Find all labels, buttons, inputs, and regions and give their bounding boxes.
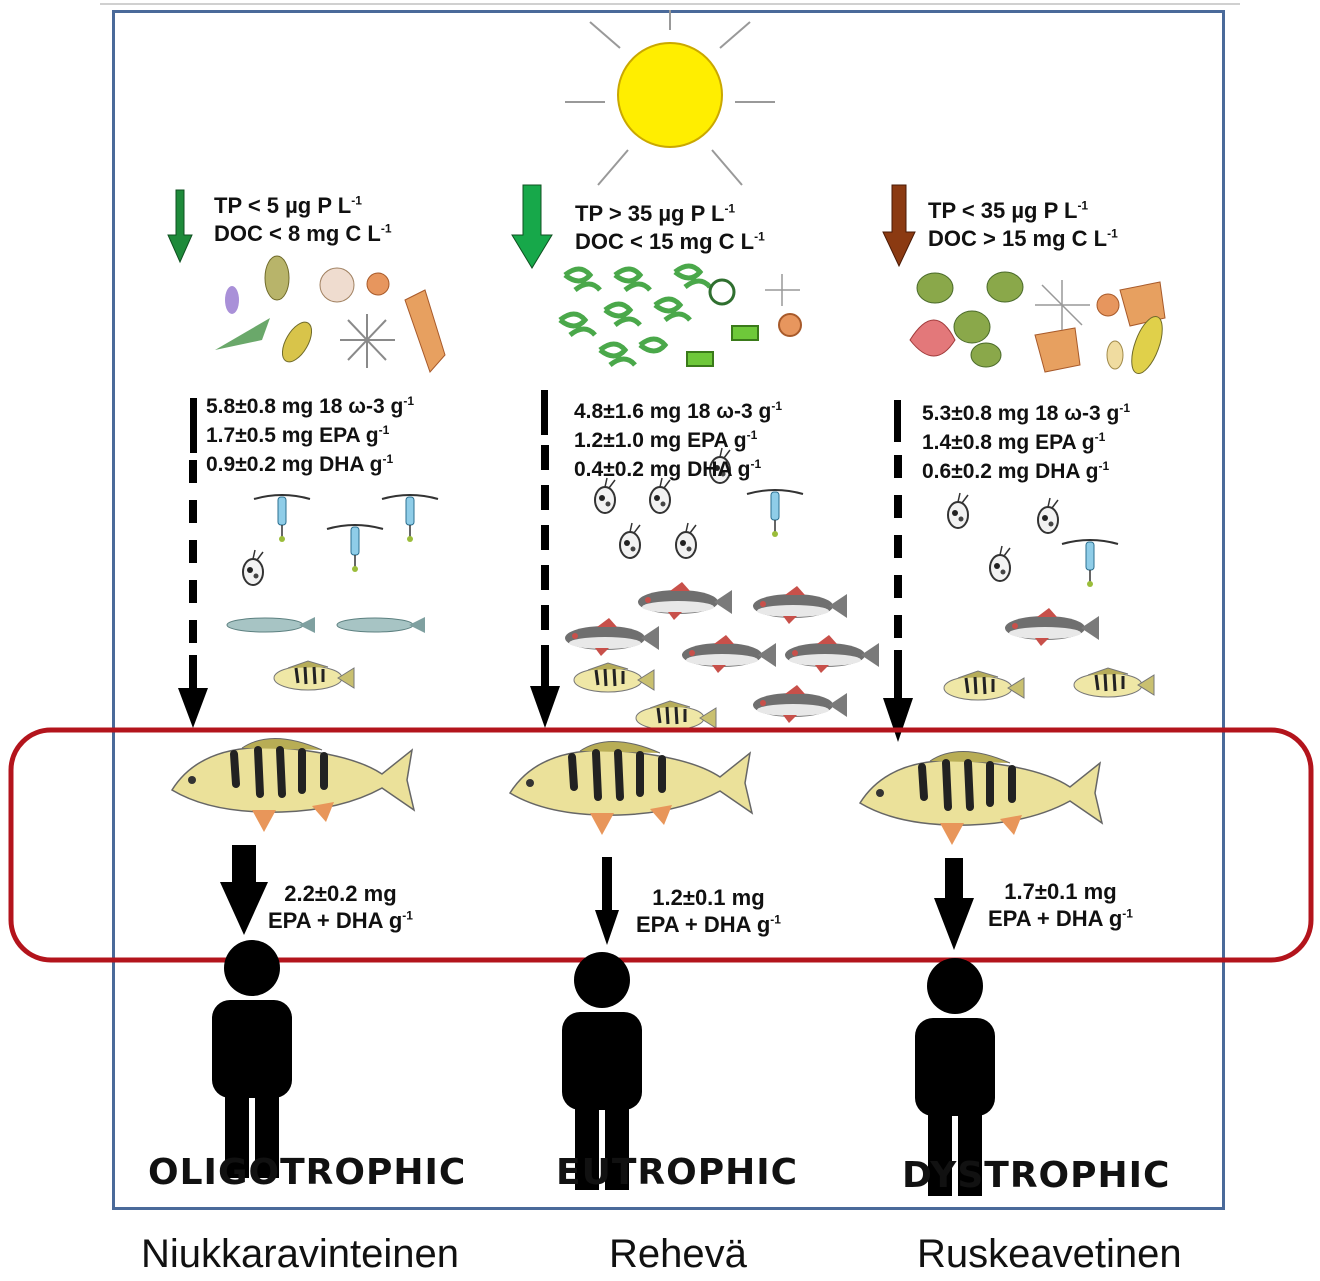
oligo-zooplankton-icon — [243, 495, 438, 585]
oligo-dose-arrow-icon — [220, 845, 268, 935]
dys-tp: TP < 35 µg P L-1 — [928, 197, 1118, 225]
oligo-fatty-acids: 5.8±0.8 mg 18 ω-3 g-1 1.7±0.5 mg EPA g-1… — [206, 392, 414, 479]
oligo-phytoplankton-icon — [215, 256, 445, 372]
finnish-label-oligo: Niukkaravinteinen — [141, 1232, 459, 1277]
eu-fa-epa: 1.2±1.0 mg EPA g-1 — [574, 426, 782, 455]
eu-phytoplankton-icon — [560, 266, 801, 366]
dys-dose-amount: 1.7±0.1 mg — [988, 878, 1133, 905]
dys-doc: DOC > 15 mg C L-1 — [928, 225, 1118, 253]
oligo-nutrient-conditions: TP < 5 µg P L-1 DOC < 8 mg C L-1 — [214, 192, 392, 248]
oligo-tp: TP < 5 µg P L-1 — [214, 192, 392, 220]
oligo-fa-18w3: 5.8±0.8 mg 18 ω-3 g-1 — [206, 392, 414, 421]
dys-fa-18w3: 5.3±0.8 mg 18 ω-3 g-1 — [922, 399, 1130, 428]
oligo-human-icon — [212, 940, 292, 1178]
dystrophic-label: DYSTROPHIC — [902, 1155, 1170, 1196]
dys-phytoplankton-icon — [910, 272, 1169, 377]
eu-dose-amount: 1.2±0.1 mg — [636, 884, 781, 911]
eu-tp: TP > 35 µg P L-1 — [575, 200, 765, 228]
eu-dose-unit: EPA + DHA g-1 — [636, 911, 781, 938]
eutrophic-label: EUTROPHIC — [556, 1152, 798, 1193]
oligo-doc: DOC < 8 mg C L-1 — [214, 220, 392, 248]
dys-fa-epa: 1.4±0.8 mg EPA g-1 — [922, 428, 1130, 457]
eu-perch-icon — [510, 741, 752, 835]
dys-perch-icon — [860, 751, 1102, 845]
oligo-perch-icon — [172, 738, 414, 832]
dys-prey-fish-icon — [944, 608, 1154, 700]
eu-nutrient-conditions: TP > 35 µg P L-1 DOC < 15 mg C L-1 — [575, 200, 765, 256]
dys-perch-dose: 1.7±0.1 mg EPA + DHA g-1 — [988, 878, 1133, 932]
eu-prey-fish-icon — [565, 582, 879, 730]
sun-icon — [565, 10, 775, 185]
dys-zooplankton-icon — [948, 493, 1118, 587]
oligo-perch-dose: 2.2±0.2 mg EPA + DHA g-1 — [268, 880, 413, 934]
oligotrophic-label: OLIGOTROPHIC — [148, 1152, 466, 1193]
dys-fa-dha: 0.6±0.2 mg DHA g-1 — [922, 457, 1130, 486]
finnish-label-eu: Rehevä — [609, 1232, 747, 1277]
oligo-prey-fish-icon — [227, 617, 425, 690]
eu-fa-dha: 0.4±0.2 mg DHA g-1 — [574, 455, 782, 484]
dys-nutrient-arrow-icon — [883, 185, 915, 266]
oligo-nutrient-arrow-icon — [168, 190, 192, 262]
eu-fatty-acids: 4.8±1.6 mg 18 ω-3 g-1 1.2±1.0 mg EPA g-1… — [574, 397, 782, 484]
oligo-dose-unit: EPA + DHA g-1 — [268, 907, 413, 934]
dys-food-chain-arrow — [883, 400, 913, 742]
dys-fatty-acids: 5.3±0.8 mg 18 ω-3 g-1 1.4±0.8 mg EPA g-1… — [922, 399, 1130, 486]
eu-dose-arrow-icon — [595, 857, 619, 945]
eu-perch-dose: 1.2±0.1 mg EPA + DHA g-1 — [636, 884, 781, 938]
eu-fa-18w3: 4.8±1.6 mg 18 ω-3 g-1 — [574, 397, 782, 426]
eu-nutrient-arrow-icon — [512, 185, 552, 268]
oligo-fa-epa: 1.7±0.5 mg EPA g-1 — [206, 421, 414, 450]
dys-nutrient-conditions: TP < 35 µg P L-1 DOC > 15 mg C L-1 — [928, 197, 1118, 253]
oligo-food-chain-arrow — [178, 398, 208, 728]
oligo-dose-amount: 2.2±0.2 mg — [268, 880, 413, 907]
oligo-fa-dha: 0.9±0.2 mg DHA g-1 — [206, 450, 414, 479]
finnish-label-dys: Ruskeavetinen — [917, 1232, 1182, 1277]
eu-doc: DOC < 15 mg C L-1 — [575, 228, 765, 256]
eu-food-chain-arrow — [530, 390, 560, 728]
dys-dose-arrow-icon — [934, 858, 974, 950]
dys-dose-unit: EPA + DHA g-1 — [988, 905, 1133, 932]
